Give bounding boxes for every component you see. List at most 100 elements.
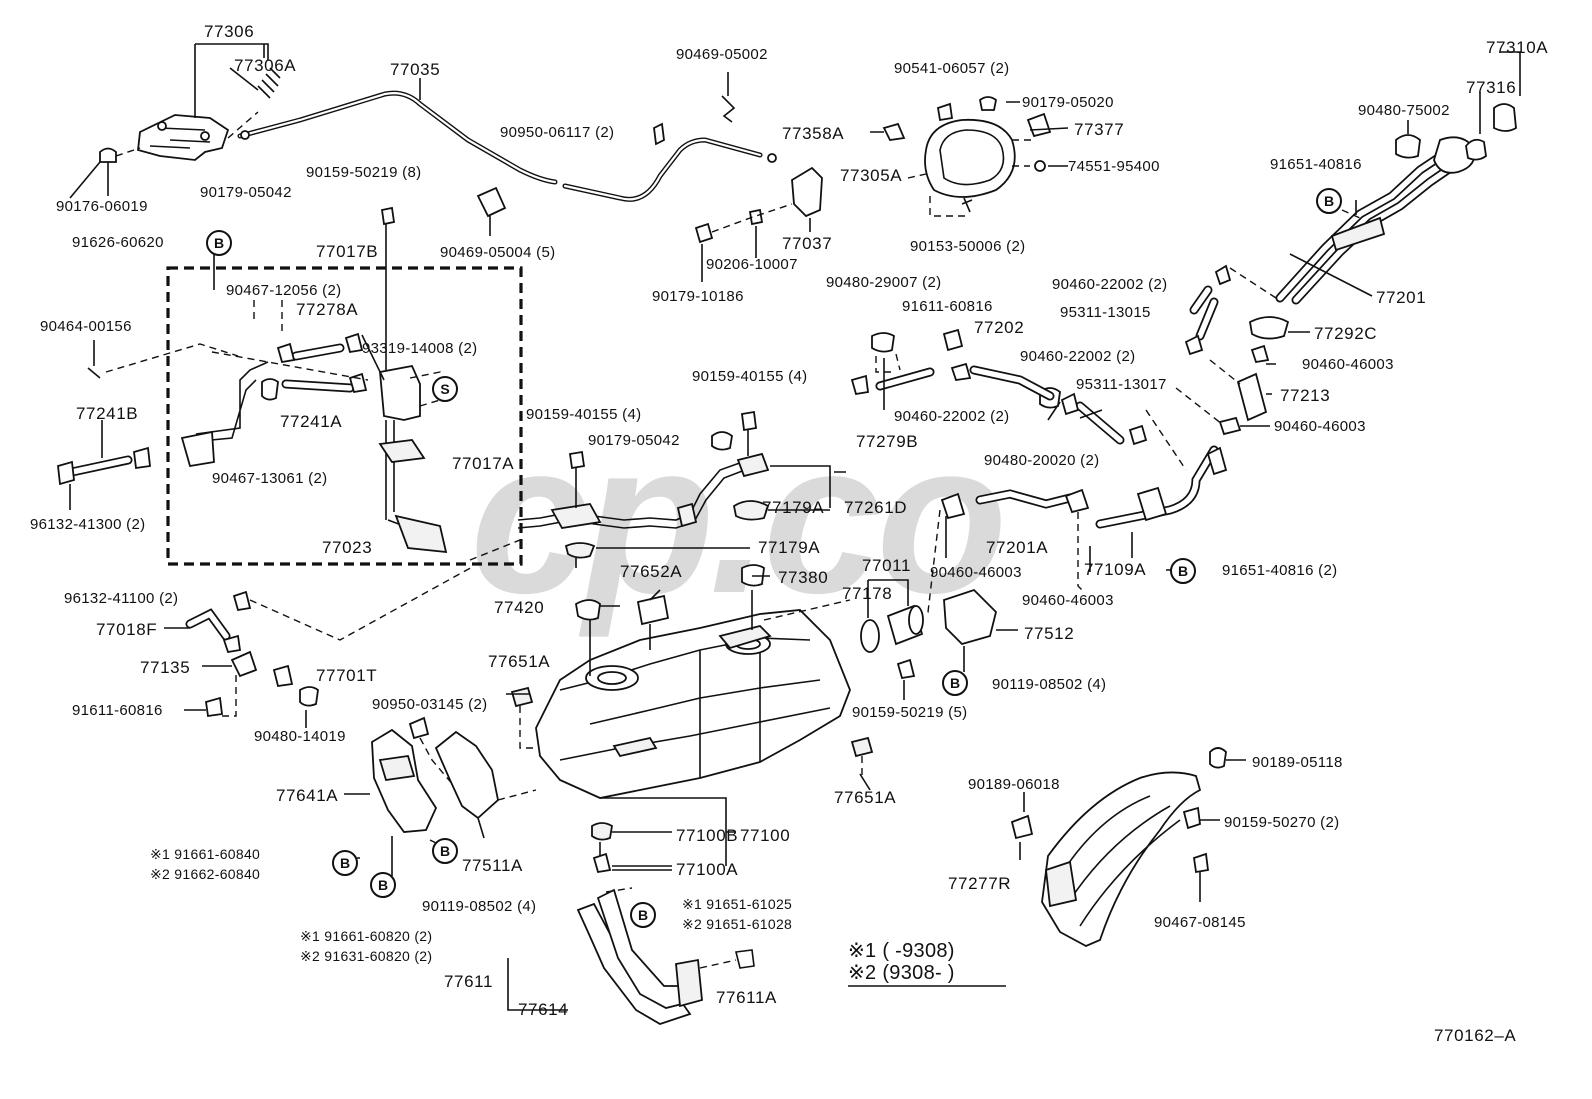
clamp-90469-05004 [476, 186, 507, 218]
marker-b-letter: B [339, 855, 351, 871]
part-label-90189-05118: 90189-05118 [1252, 754, 1343, 771]
part-label-77100b: 77100B [676, 826, 739, 845]
part-label-77279b: 77279B [856, 432, 919, 451]
bolt-90159-50270 [1182, 806, 1201, 830]
ring-77292c [1249, 316, 1290, 340]
part-label-77241b: 77241B [76, 404, 139, 423]
part-label-90159-50219-8: 90159-50219 (8) [306, 164, 422, 181]
bolt-90159-40155-b [740, 410, 758, 432]
part-label-90469-05004: 90469-05004 (5) [440, 244, 556, 261]
part-label-90460-46003-b: 90460-46003 [1274, 418, 1366, 435]
watermark-logo: cp.co [470, 397, 1008, 638]
part-label-77100a: 77100A [676, 860, 739, 879]
part-label-77511a: 77511A [462, 856, 523, 875]
part-label-90153-50006: 90153-50006 (2) [910, 238, 1026, 255]
part-label-77023: 77023 [322, 538, 373, 557]
fuel-lid-77305a [924, 118, 1016, 198]
fuel-pump-assembly [378, 364, 448, 554]
marker-b-90119-a: B [942, 670, 968, 696]
part-label-77306: 77306 [204, 22, 255, 41]
part-label-77305a: 77305A [840, 166, 903, 185]
marker-b-letter: B [377, 877, 389, 893]
grommet-90480-14019 [299, 686, 319, 707]
nut-90179-05020 [979, 96, 997, 111]
part-label-77213: 77213 [1280, 386, 1331, 405]
marker-b-letter: B [213, 235, 225, 251]
part-label-90179-05042-a: 90179-05042 [200, 184, 292, 201]
cushion-74551 [1034, 160, 1046, 172]
grommet-90480-29007 [871, 332, 895, 353]
part-label-77179a-a: 77179A [762, 498, 825, 517]
part-label-91651-40816-a: 91651-40816 [1270, 156, 1362, 173]
part-label-77306a: 77306A [234, 56, 297, 75]
part-label-77420: 77420 [494, 598, 545, 617]
clamp-90460-46003-c [940, 492, 966, 520]
part-label-77512: 77512 [1024, 624, 1075, 643]
protector-77511a [434, 730, 499, 820]
part-label-91651-40816-b: 91651-40816 (2) [1222, 562, 1338, 579]
fuel-line-77261d [517, 452, 770, 529]
marker-s-93319: S [432, 376, 458, 402]
part-label-77201a: 77201A [986, 538, 1049, 557]
nut-77100a [592, 852, 612, 874]
part-label-90179-10186: 90179-10186 [652, 288, 744, 305]
marker-b-91651-a: B [1316, 188, 1342, 214]
clip-90189-06018 [1010, 814, 1034, 840]
grommet-90176 [99, 147, 117, 163]
part-label-77201: 77201 [1376, 288, 1427, 307]
part-label-91611-60816-a: 91611-60816 [902, 298, 993, 315]
sender-gauge-77011 [860, 579, 924, 653]
part-label-90464-00156: 90464-00156 [40, 318, 132, 335]
part-label-77310a: 77310A [1486, 38, 1549, 57]
clip-90541 [936, 102, 954, 122]
part-label-90159-40155-a: 90159-40155 (4) [692, 368, 808, 385]
legend-row-2: ※2 (9308- ) [848, 962, 955, 984]
packing-90480-75002 [1395, 134, 1421, 159]
variant-label-91661-60820: ※1 91661-60820 (2) [300, 928, 433, 944]
part-label-90950-06117: 90950-06117 (2) [500, 124, 615, 141]
hose-77213 [1236, 372, 1268, 422]
part-label-90159-50219-5: 90159-50219 (5) [852, 704, 968, 721]
part-label-77651a-b: 77651A [834, 788, 897, 807]
variant-label-91662-60840: ※2 91662-60840 [150, 866, 261, 882]
leader-77306a [227, 111, 259, 139]
clamp-96132-41100 [232, 590, 252, 612]
part-label-77651a-a: 77651A [488, 652, 551, 671]
pad-77651a-b [850, 736, 874, 758]
part-label-90179-05020: 90179-05020 [1022, 94, 1114, 111]
cap-77310a [1493, 103, 1517, 132]
clip-90950-03145 [408, 716, 430, 740]
pad-77651a-a [510, 686, 534, 708]
part-label-77100: 77100 [740, 826, 791, 845]
part-label-77316: 77316 [1466, 78, 1517, 97]
opener-lever-part [137, 43, 269, 161]
clip-90950-06117 [653, 122, 665, 146]
protector-77512 [943, 588, 997, 646]
part-label-90469-05002: 90469-05002 [676, 46, 768, 63]
part-label-90460-46003-c: 90460-46003 [930, 564, 1022, 581]
variant-label-91631-60820: ※2 91631-60820 (2) [300, 948, 433, 964]
washer-90206 [748, 208, 764, 226]
clip-91611-60816-a [942, 328, 964, 352]
clip-90469-05002 [721, 72, 736, 123]
part-label-96132-41300: 96132-41300 (2) [30, 516, 146, 533]
part-label-90460-46003-d: 90460-46003 [1022, 592, 1114, 609]
part-label-77380: 77380 [778, 568, 829, 587]
cushion-77100b [591, 822, 613, 841]
marker-b-91661-60840: B [332, 850, 358, 876]
marker-b-91661-60820: B [370, 872, 396, 898]
nut-90179-05042-b [711, 431, 733, 451]
fuel-tank-77100 [535, 609, 851, 799]
valve-77135 [230, 650, 258, 678]
part-label-77358a: 77358A [782, 124, 845, 143]
part-label-77241a: 77241A [280, 412, 343, 431]
part-label-77202: 77202 [974, 318, 1025, 337]
variant-label-91661-60840: ※1 91661-60840 [150, 846, 261, 862]
part-label-77611: 77611 [444, 972, 494, 991]
marker-b-91626: B [206, 230, 232, 256]
variant-label-91651-61025: ※1 91651-61025 [682, 896, 793, 912]
clip-90460-22002-a [1214, 264, 1232, 286]
svg-text:cp.co: cp.co [470, 397, 1002, 638]
